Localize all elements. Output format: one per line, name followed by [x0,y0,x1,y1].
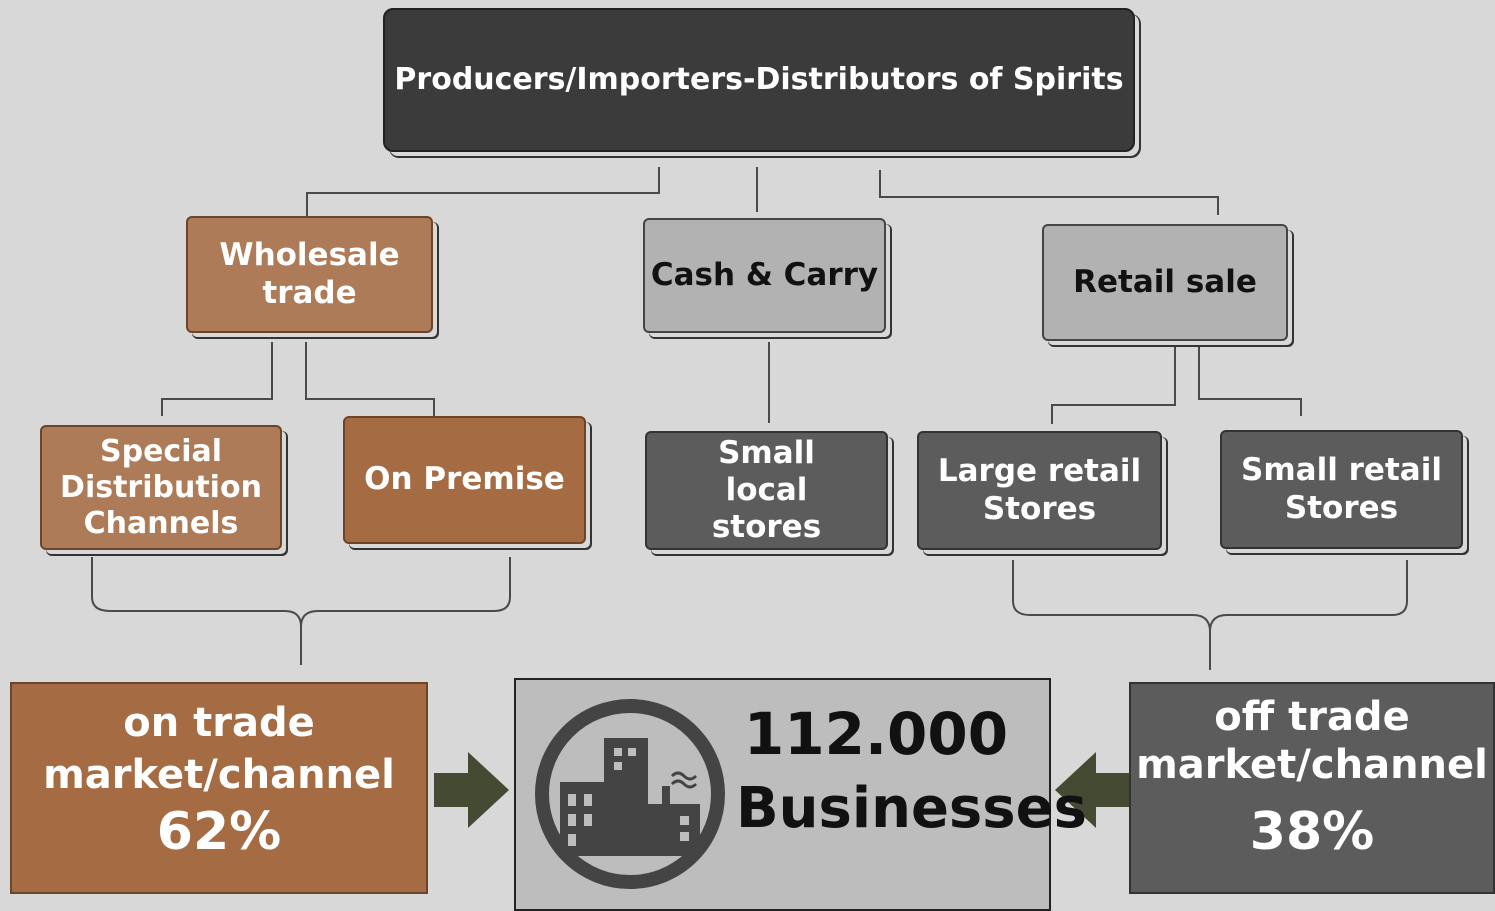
buildings-icon [535,699,725,889]
off-trade-line2: market/channel [1136,742,1488,788]
retail-sale-box: Retail sale [1042,224,1288,341]
businesses-count: 112.000 [743,700,1009,768]
off-trade-percent: 38% [1249,802,1375,862]
cash-carry-box: Cash & Carry [643,218,886,333]
small-retail-box: Small retail Stores [1220,430,1463,549]
small-local-stores-label: Small local stores [711,434,822,546]
on-trade-line2: market/channel [43,752,395,798]
producers-label: Producers/Importers-Distributors of Spir… [394,62,1124,97]
special-channels-label: Special Distribution Channels [60,433,262,541]
businesses-label: Businesses [736,776,1087,841]
small-retail-label: Small retail Stores [1241,452,1442,526]
off-trade-box: off trade market/channel 38% [1129,682,1495,894]
off-trade-line1: off trade [1214,694,1410,740]
left-arrow [1055,752,1133,828]
special-channels-box: Special Distribution Channels [40,425,282,550]
cash-carry-label: Cash & Carry [650,256,879,293]
on-premise-label: On Premise [364,461,565,498]
wholesale-box: Wholesale trade [186,216,433,333]
on-trade-percent: 62% [156,802,282,862]
retail-sale-label: Retail sale [1073,263,1257,300]
large-retail-box: Large retail Stores [917,431,1162,550]
on-trade-line1: on trade [123,700,315,746]
producers-box: Producers/Importers-Distributors of Spir… [383,8,1135,152]
large-retail-label: Large retail Stores [937,453,1142,527]
on-premise-box: On Premise [343,416,586,544]
on-trade-box: on trade market/channel 62% [10,682,428,894]
right-arrow [434,752,509,828]
businesses-box: 112.000 Businesses [514,678,1087,911]
wholesale-label: Wholesale trade [219,237,400,311]
small-local-stores-box: Small local stores [645,431,888,550]
